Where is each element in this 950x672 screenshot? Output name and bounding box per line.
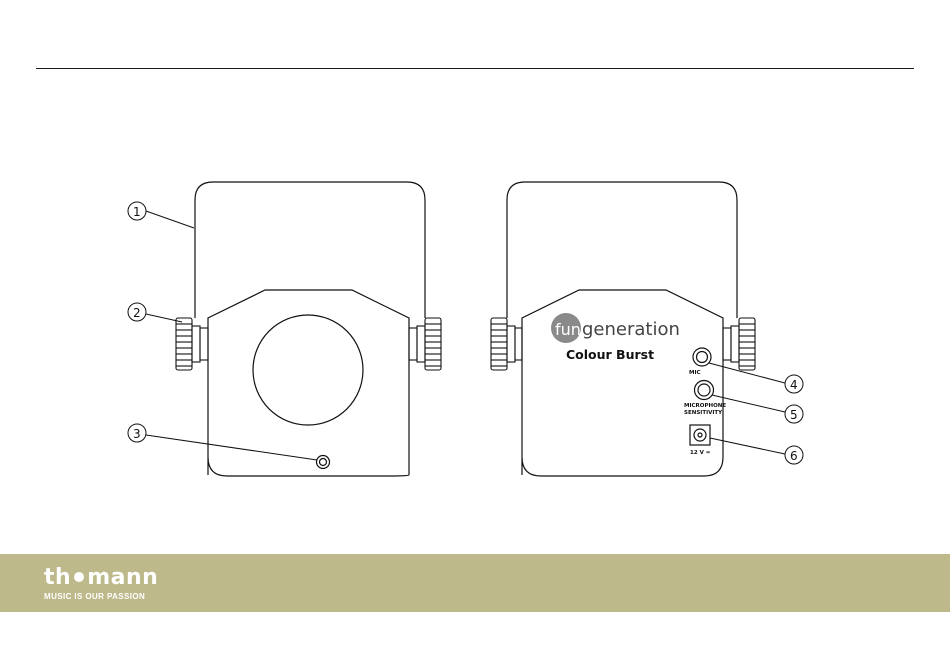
- front-sensor-outer: [317, 456, 330, 469]
- front-lens: [253, 315, 363, 425]
- front-view: [195, 182, 425, 476]
- mic-jack-outer: [693, 348, 711, 366]
- front-bracket: [195, 182, 425, 318]
- brand-prefix: fun: [555, 320, 581, 339]
- logo-dot-icon: [74, 572, 84, 582]
- callout-3: 3: [133, 427, 141, 441]
- front-right-knob: [409, 318, 441, 370]
- logo-slogan: MUSIC IS OUR PASSION: [44, 592, 158, 601]
- callout-4: 4: [790, 378, 798, 392]
- sensitivity-knob-inner: [698, 384, 710, 396]
- logo-text-right: mann: [87, 565, 158, 590]
- callout-5: 5: [790, 408, 798, 422]
- power-label: 12 V =: [690, 450, 711, 456]
- callout-2: 2: [133, 306, 141, 320]
- back-body: [522, 290, 723, 476]
- back-left-knob: [491, 318, 522, 370]
- back-right-knob: [723, 318, 755, 370]
- mic-label: MIC: [689, 370, 701, 376]
- front-left-knob: [176, 318, 208, 370]
- dc-socket: [690, 425, 710, 445]
- sensitivity-label-2: SENSITIVITY: [684, 410, 723, 416]
- callout-1: 1: [133, 205, 141, 219]
- front-sensor-inner: [320, 459, 327, 466]
- mic-jack-inner: [697, 352, 708, 363]
- brand-suffix: generation: [582, 319, 680, 340]
- page-bottom: [0, 612, 950, 672]
- logo-text-left: th: [44, 565, 71, 590]
- callout-6: 6: [790, 449, 798, 463]
- device-diagram: fun generation Colour Burst MIC MICROPHO…: [0, 0, 950, 560]
- callout-numbers: 1 2 3 4 5 6: [133, 205, 798, 463]
- back-bracket: [507, 182, 737, 318]
- sensitivity-knob-outer: [695, 381, 714, 400]
- sensitivity-label-1: MICROPHONE: [684, 403, 726, 409]
- product-name: Colour Burst: [566, 347, 654, 362]
